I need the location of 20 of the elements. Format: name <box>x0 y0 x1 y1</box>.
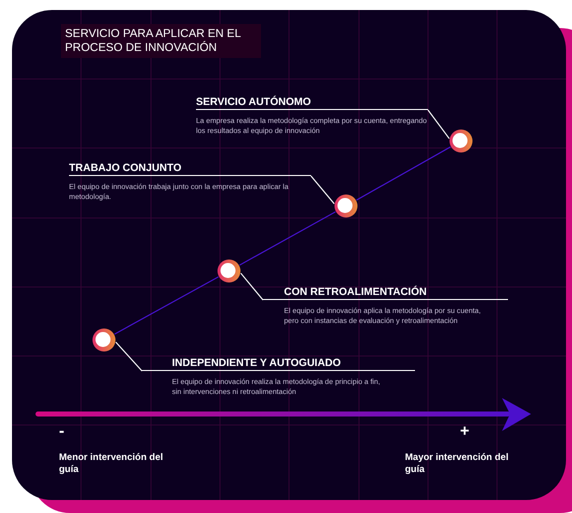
timeline-point <box>449 129 473 153</box>
timeline-line <box>114 276 219 335</box>
step-heading: TRABAJO CONJUNTO <box>69 162 182 174</box>
timeline-line <box>239 211 336 266</box>
leader-line <box>428 110 450 139</box>
timeline-point <box>92 328 116 352</box>
leader-line <box>240 272 264 300</box>
step-heading: CON RETROALIMENTACIÓN <box>284 286 427 298</box>
title: SERVICIO PARA APLICAR EN EL PROCESO DE INNOVACIÓN <box>61 24 261 58</box>
timeline-point <box>217 259 241 283</box>
step-heading: SERVICIO AUTÓNOMO <box>196 96 311 108</box>
timeline-point <box>334 194 358 218</box>
scale-label: Menor intervención del guía <box>59 452 164 476</box>
leader-line <box>115 342 142 372</box>
scale-sign: + <box>460 426 470 438</box>
timeline-line <box>356 146 451 201</box>
leader-line <box>310 176 335 204</box>
step-heading: INDEPENDIENTE Y AUTOGUIADO <box>172 357 341 369</box>
scale-sign: - <box>59 426 64 438</box>
scale-label: Mayor intervención del guía <box>405 452 510 476</box>
